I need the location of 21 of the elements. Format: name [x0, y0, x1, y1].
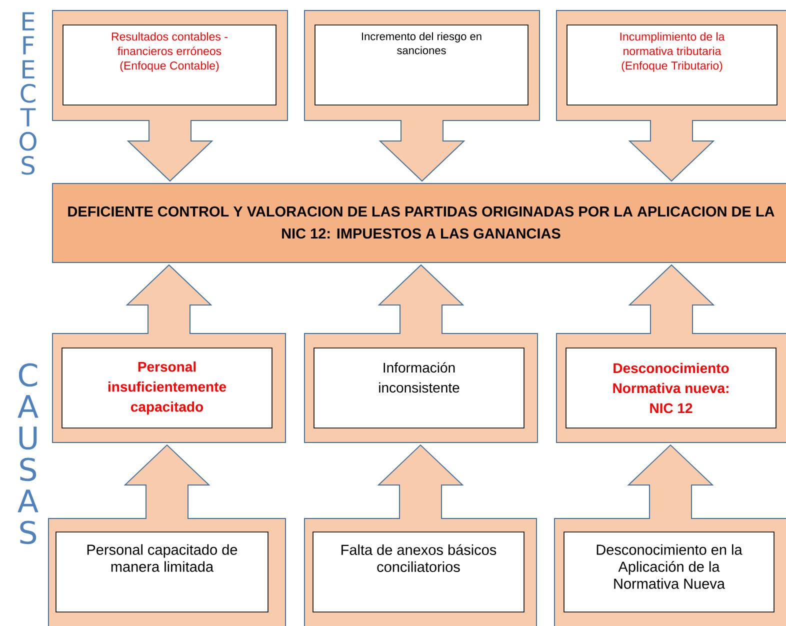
vertical-word: CAUSAS: [18, 363, 38, 544]
callout-box: Resultados contables - financieros erróneos (Enfoque Contable): [52, 10, 288, 121]
callout-box: Falta de anexos básicos conciliatorios: [304, 518, 537, 626]
vertical-word: EFECTOS: [20, 12, 36, 175]
callout-box: Personal insuficientemente capacitado: [52, 333, 286, 443]
callout-box: Incremento del riesgo en sanciones: [304, 10, 540, 121]
callout-box: Incumplimiento de la normativa tributaria (Enfoque Tributario): [556, 10, 786, 121]
callout-box: Desconocimiento en la Aplicación de la Normativa Nueva: [554, 518, 786, 626]
block-arrow: [124, 444, 210, 520]
block-arrow: [628, 264, 715, 334]
block-arrow: [378, 264, 464, 334]
title-band: DEFICIENTE CONTROL Y VALORACION DE LAS PARTIDAS ORIGINADAS POR LA APLICACION DE LA NIC 12: IMPUESTOS A LAS GANANCIAS: [52, 183, 786, 263]
callout-box: Personal capacitado de manera limitada: [48, 518, 286, 626]
block-arrow: [628, 120, 715, 182]
block-arrow: [126, 120, 214, 182]
block-arrow: [627, 444, 714, 520]
callout-box: Información inconsistente: [304, 333, 538, 443]
block-arrow: [377, 444, 464, 520]
block-arrow: [378, 120, 466, 182]
callout-box: Desconocimiento Normativa nueva: NIC 12: [556, 333, 786, 443]
block-arrow: [126, 264, 212, 334]
